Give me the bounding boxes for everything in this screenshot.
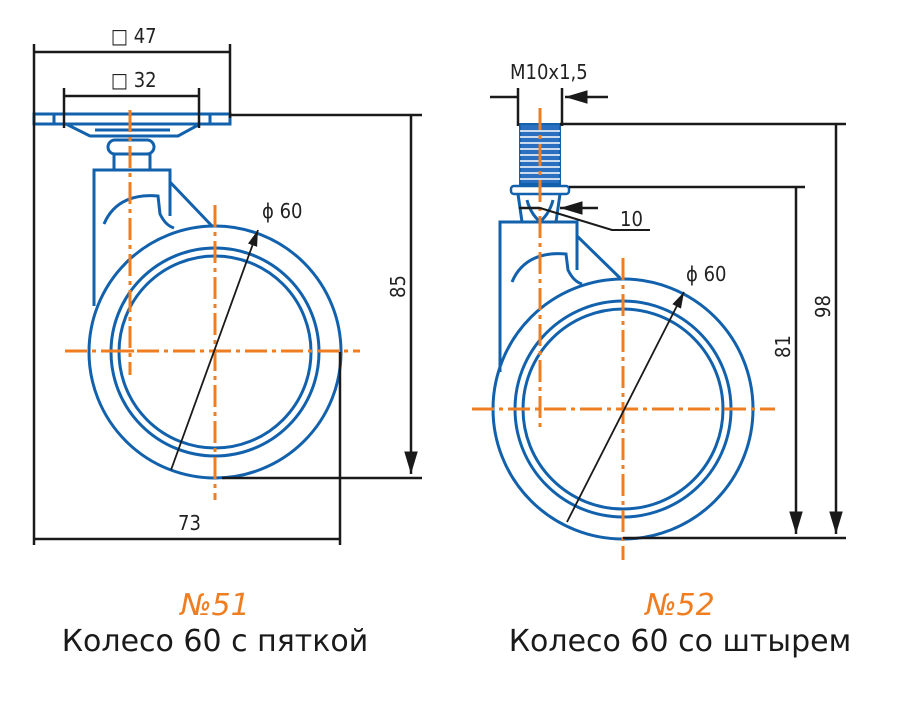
fork xyxy=(92,168,214,306)
centerlines xyxy=(65,110,360,500)
caption-51-title: Колесо 60 с пяткой xyxy=(61,624,369,659)
dimensions xyxy=(32,44,422,545)
caption-52-number: №52 xyxy=(645,588,715,623)
dim-height: 85 xyxy=(386,275,410,298)
caption-52: №52 Колесо 60 со штырем xyxy=(470,588,890,660)
dim-width: 73 xyxy=(178,511,201,535)
caster-51-drawing: □ 47 □ 32 ϕ 60 73 85 xyxy=(32,24,422,545)
fork xyxy=(498,220,622,372)
caption-52-title: Колесо 60 со штырем xyxy=(508,624,852,659)
dim-wheel-diameter: ϕ 60 xyxy=(262,199,302,223)
dim-wheel-diameter: ϕ 60 xyxy=(686,262,726,286)
dim-thread: M10x1,5 xyxy=(510,60,588,84)
dim-height-total: 98 xyxy=(811,295,835,318)
dim-neck: 10 xyxy=(620,207,643,231)
dim-height-body: 81 xyxy=(771,335,795,358)
caption-51: №51 Колесо 60 с пяткой xyxy=(20,588,410,660)
dim-plate-inner: □ 32 xyxy=(111,68,157,92)
dimensions xyxy=(490,88,846,540)
caster-52-drawing: M10x1,5 10 ϕ 60 81 98 xyxy=(472,60,846,560)
dim-plate-outer: □ 47 xyxy=(111,24,157,48)
caption-51-number: №51 xyxy=(180,588,250,623)
